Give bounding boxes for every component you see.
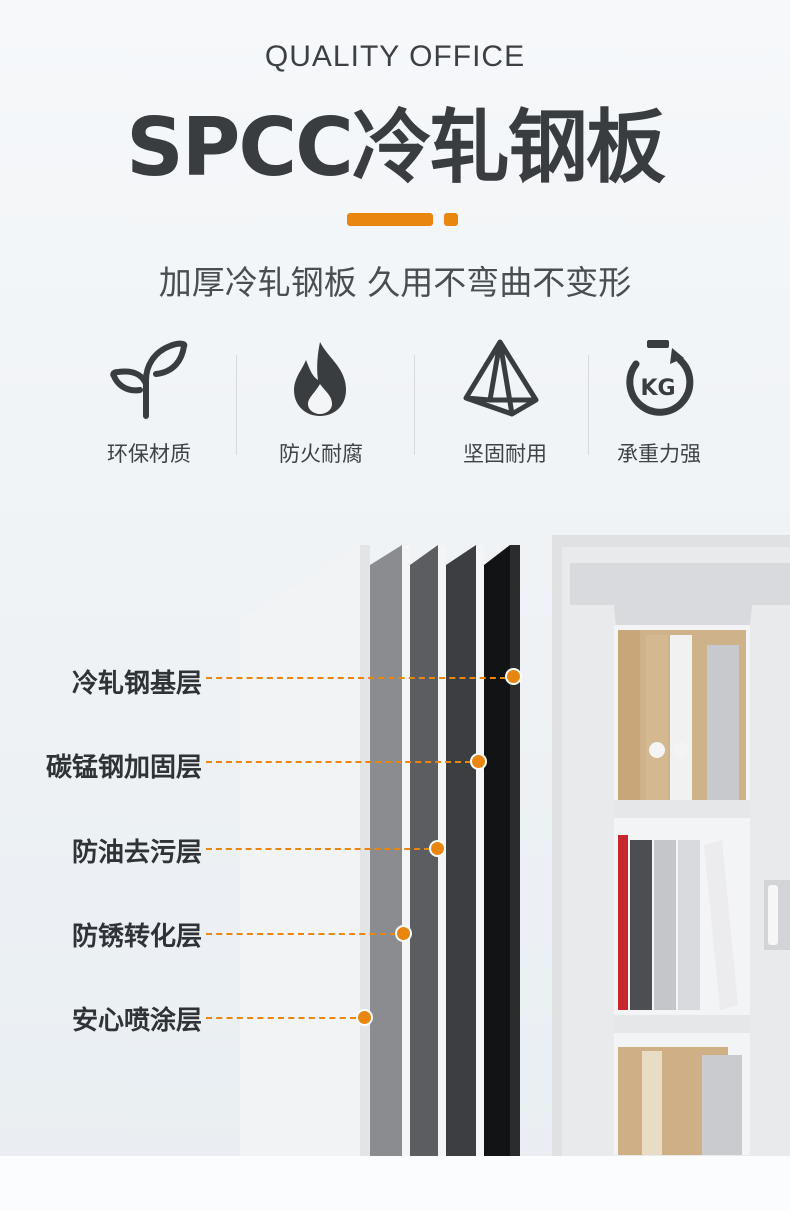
feature-divider [414,355,415,455]
feature-durable: 坚固耐用 [420,338,590,468]
kg-weight-icon: KG [626,340,694,416]
callout-dot [505,668,522,685]
accent-dot [444,213,458,226]
reinforce-layer [446,545,476,1160]
coating-layer-face [240,545,360,1160]
layer-label-oilproof: 防油去污层 [71,838,202,868]
layer-label-coating: 安心喷涂层 [71,1006,202,1036]
page-title: SPCC冷轧钢板 [126,101,666,194]
flame-icon [294,342,346,416]
leaf-sprout-icon [110,340,188,419]
feature-label: 防火耐腐 [279,442,363,466]
feature-load: KG 承重力强 [574,338,744,468]
oilproof-layer [410,545,438,1160]
callout-dot [429,840,446,857]
leader-line [206,677,506,679]
coating-layer-edge [360,545,370,1160]
leader-line [206,848,430,850]
steel-layers-illustration [240,545,520,1160]
kg-text: KG [640,376,675,401]
callout-dot [395,925,412,942]
layer-label-base: 冷轧钢基层 [71,669,202,699]
leader-line [206,761,471,763]
leader-line [206,1017,356,1019]
pyramid-icon [463,339,539,417]
callout-dot [470,753,487,770]
eyebrow-text: QUALITY OFFICE [264,40,526,73]
feature-label: 环保材质 [107,442,191,466]
feature-fireproof: 防火耐腐 [236,338,406,468]
cabinet-illustration [552,535,790,1160]
feature-divider [588,355,589,455]
feature-eco: 环保材质 [64,338,234,468]
feature-label: 坚固耐用 [463,442,547,466]
layer-label-reinforce: 碳锰钢加固层 [45,753,202,783]
leader-line [206,933,396,935]
rustproof-layer [370,545,402,1160]
page-subtitle: 加厚冷轧钢板 久用不弯曲不变形 [158,263,632,302]
feature-label: 承重力强 [617,442,701,466]
accent-bar [347,213,433,226]
layer-label-rustproof: 防锈转化层 [71,922,202,952]
bottom-strip [0,1156,790,1211]
feature-divider [236,355,237,455]
callout-dot [356,1009,373,1026]
base-layer [484,545,510,1160]
